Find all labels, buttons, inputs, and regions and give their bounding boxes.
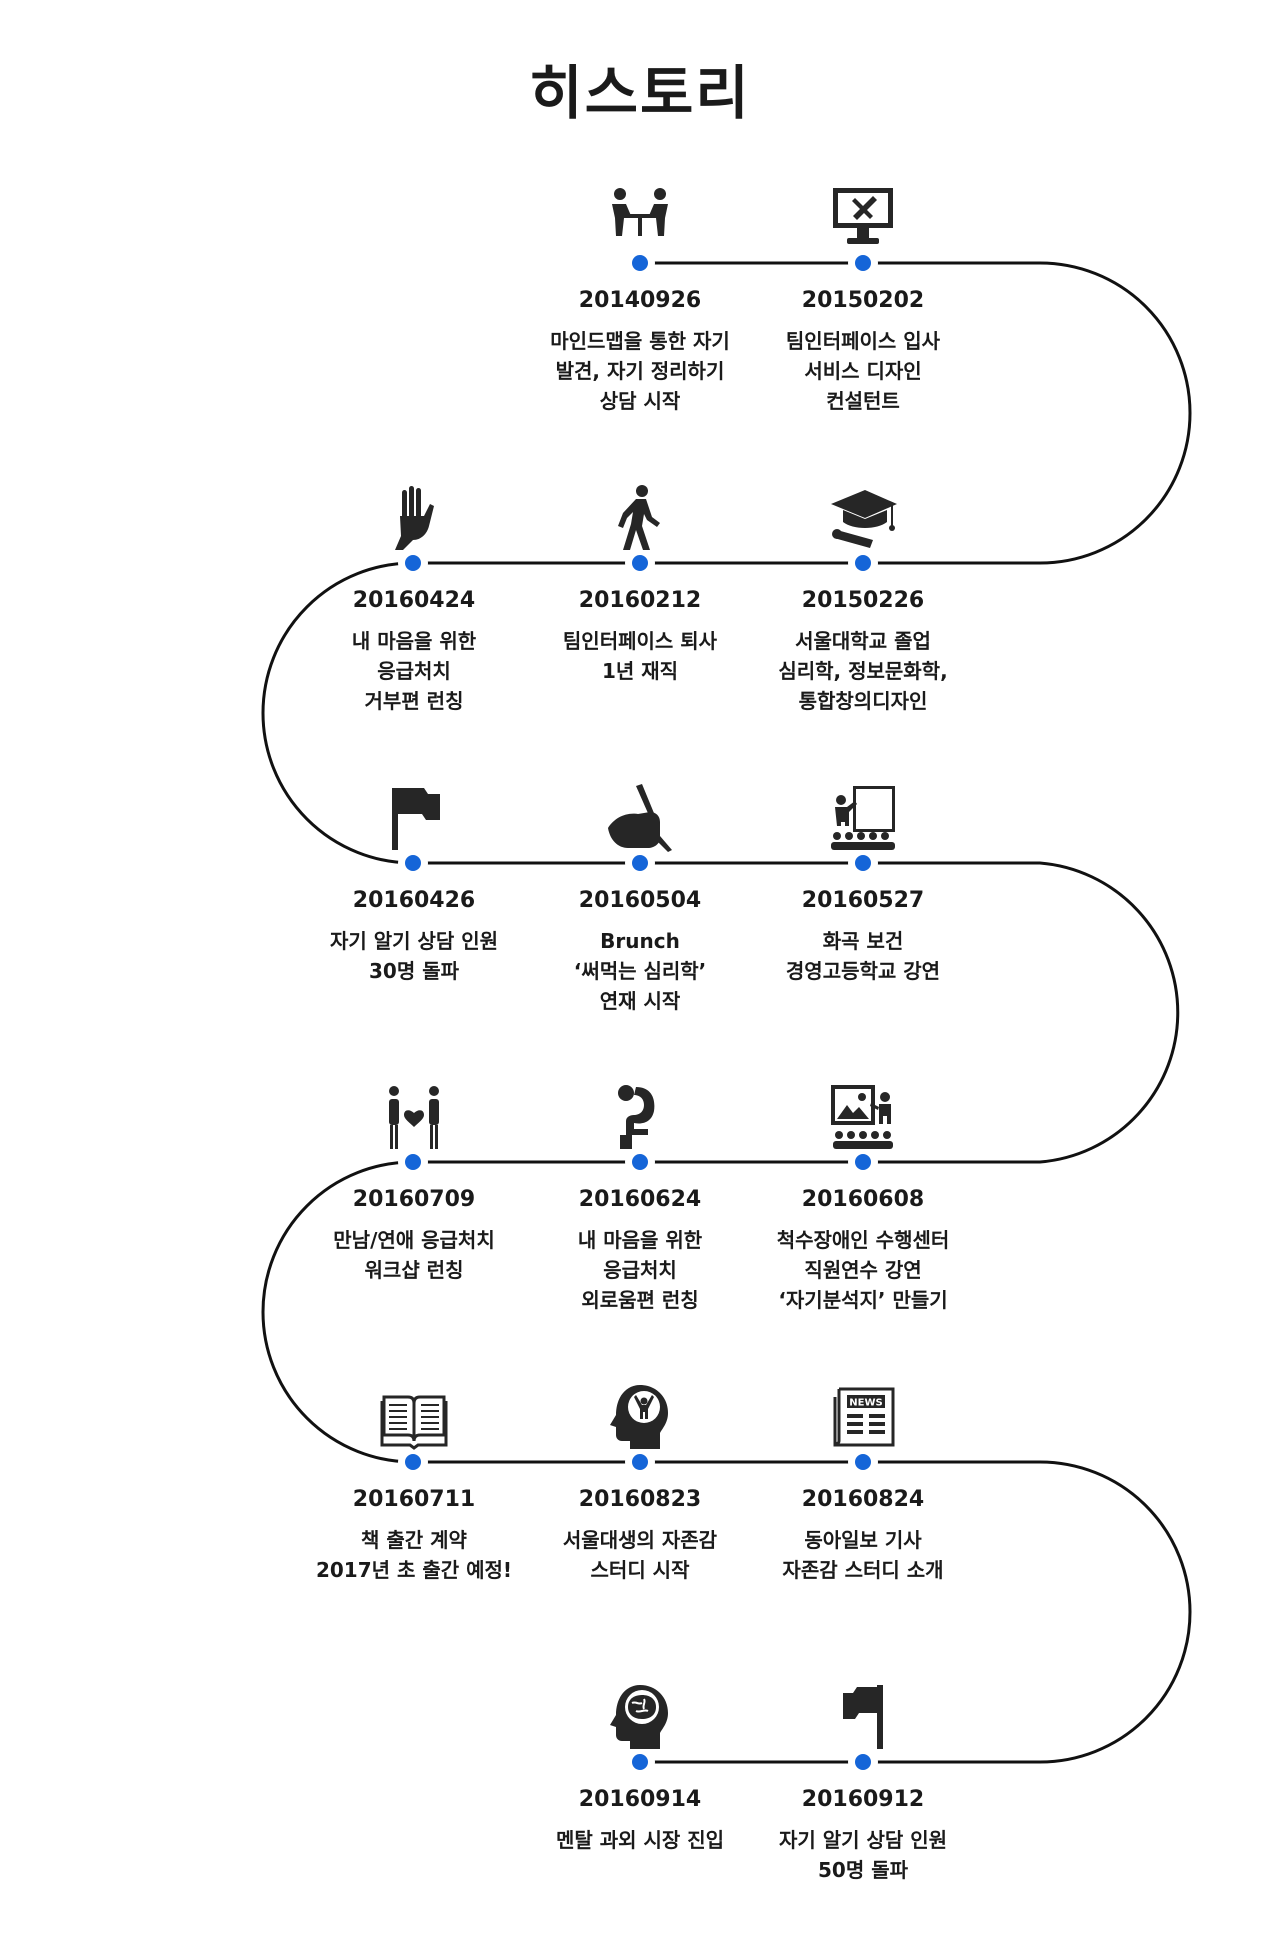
milestone-date: 20160504 [578, 888, 702, 913]
news-label: NEWS [849, 1398, 882, 1409]
open-book-icon [380, 1383, 448, 1451]
lecture-board-icon [829, 784, 897, 852]
timeline-dot [855, 555, 871, 571]
milestone-description: 화곡 보건 경영고등학교 강연 [785, 929, 941, 983]
meeting-icon [606, 184, 674, 252]
timeline-dot [405, 555, 421, 571]
timeline-dot [632, 855, 648, 871]
milestone-date: 20160914 [578, 1787, 702, 1812]
head-joy-icon [606, 1383, 674, 1451]
milestone-description: 서울대생의 자존감 스터디 시작 [562, 1528, 718, 1582]
couple-heart-icon [380, 1083, 448, 1151]
presentation-icon [829, 1083, 897, 1151]
writing-hand-icon [606, 784, 674, 852]
timeline-dot [855, 1754, 871, 1770]
milestone-date: 20160711 [352, 1487, 476, 1512]
milestone-date: 20150226 [801, 588, 925, 613]
milestone-description: 멘탈 과외 시장 진입 [555, 1828, 725, 1852]
timeline-dot [855, 255, 871, 271]
milestone-description: 자기 알기 상담 인원 50명 돌파 [778, 1828, 948, 1882]
walking-person-icon [606, 484, 674, 552]
newspaper-icon: NEWS [829, 1383, 897, 1451]
page-title: 히스토리 [529, 59, 751, 127]
timeline-dots [398, 248, 878, 1777]
milestone-date: 20160212 [578, 588, 702, 613]
milestone-description: 내 마음을 위한 응급처치 외로움편 런칭 [577, 1228, 703, 1312]
small-flag-icon [829, 1683, 897, 1751]
milestone-description: 서울대학교 졸업 심리학, 정보문화학, 통합창의디자인 [778, 629, 948, 713]
milestone-description: 팀인터페이스 퇴사 1년 재직 [562, 629, 718, 683]
milestone-date: 20160912 [801, 1787, 925, 1812]
milestone-date: 20160824 [801, 1487, 925, 1512]
milestone-date: 20160624 [578, 1187, 702, 1212]
head-brain-icon [606, 1683, 674, 1751]
timeline-dot [632, 1154, 648, 1170]
timeline-dot [405, 1154, 421, 1170]
milestone-description: 동아일보 기사 자존감 스터디 소개 [782, 1528, 944, 1582]
milestone-description: 자기 알기 상담 인원 30명 돌파 [329, 929, 499, 983]
monitor-design-icon [829, 184, 897, 252]
milestone-date: 20140926 [578, 288, 702, 313]
timeline-dot [855, 855, 871, 871]
milestone-date: 20160426 [352, 888, 476, 913]
flag-icon [380, 784, 448, 852]
milestone-date: 20160608 [801, 1187, 925, 1212]
milestone-description: 팀인터페이스 입사 서비스 디자인 컨설턴트 [785, 329, 941, 413]
timeline-dot [855, 1154, 871, 1170]
thinking-person-icon [606, 1083, 674, 1151]
raised-hand-icon [380, 484, 448, 552]
milestone-date: 20160424 [352, 588, 476, 613]
milestone-date: 20160527 [801, 888, 925, 913]
timeline-line [261, 261, 1192, 1764]
milestone-description: 만남/연애 응급처치 워크샵 런칭 [333, 1228, 495, 1282]
timeline-dot [632, 555, 648, 571]
milestone-description: 내 마음을 위한 응급처치 거부편 런칭 [351, 629, 477, 713]
timeline-dot [405, 855, 421, 871]
timeline-dot [632, 1454, 648, 1470]
milestone-date: 20150202 [801, 288, 925, 313]
timeline-dot [632, 1754, 648, 1770]
timeline-dot [632, 255, 648, 271]
timeline-dot [405, 1454, 421, 1470]
milestone-description: 척수장애인 수행센터 직원연수 강연 ‘자기분석지’ 만들기 [776, 1228, 950, 1312]
milestone-description: 책 출간 계약 2017년 초 출간 예정! [315, 1528, 513, 1582]
milestone-date: 20160709 [352, 1187, 476, 1212]
timeline-dot [855, 1454, 871, 1470]
milestone-date: 20160823 [578, 1487, 702, 1512]
milestone-description: 마인드맵을 통한 자기 발견, 자기 정리하기 상담 시작 [550, 329, 730, 413]
graduation-cap-icon [829, 484, 897, 552]
milestone-description: Brunch ‘써먹는 심리학’ 연재 시작 [573, 929, 707, 1013]
